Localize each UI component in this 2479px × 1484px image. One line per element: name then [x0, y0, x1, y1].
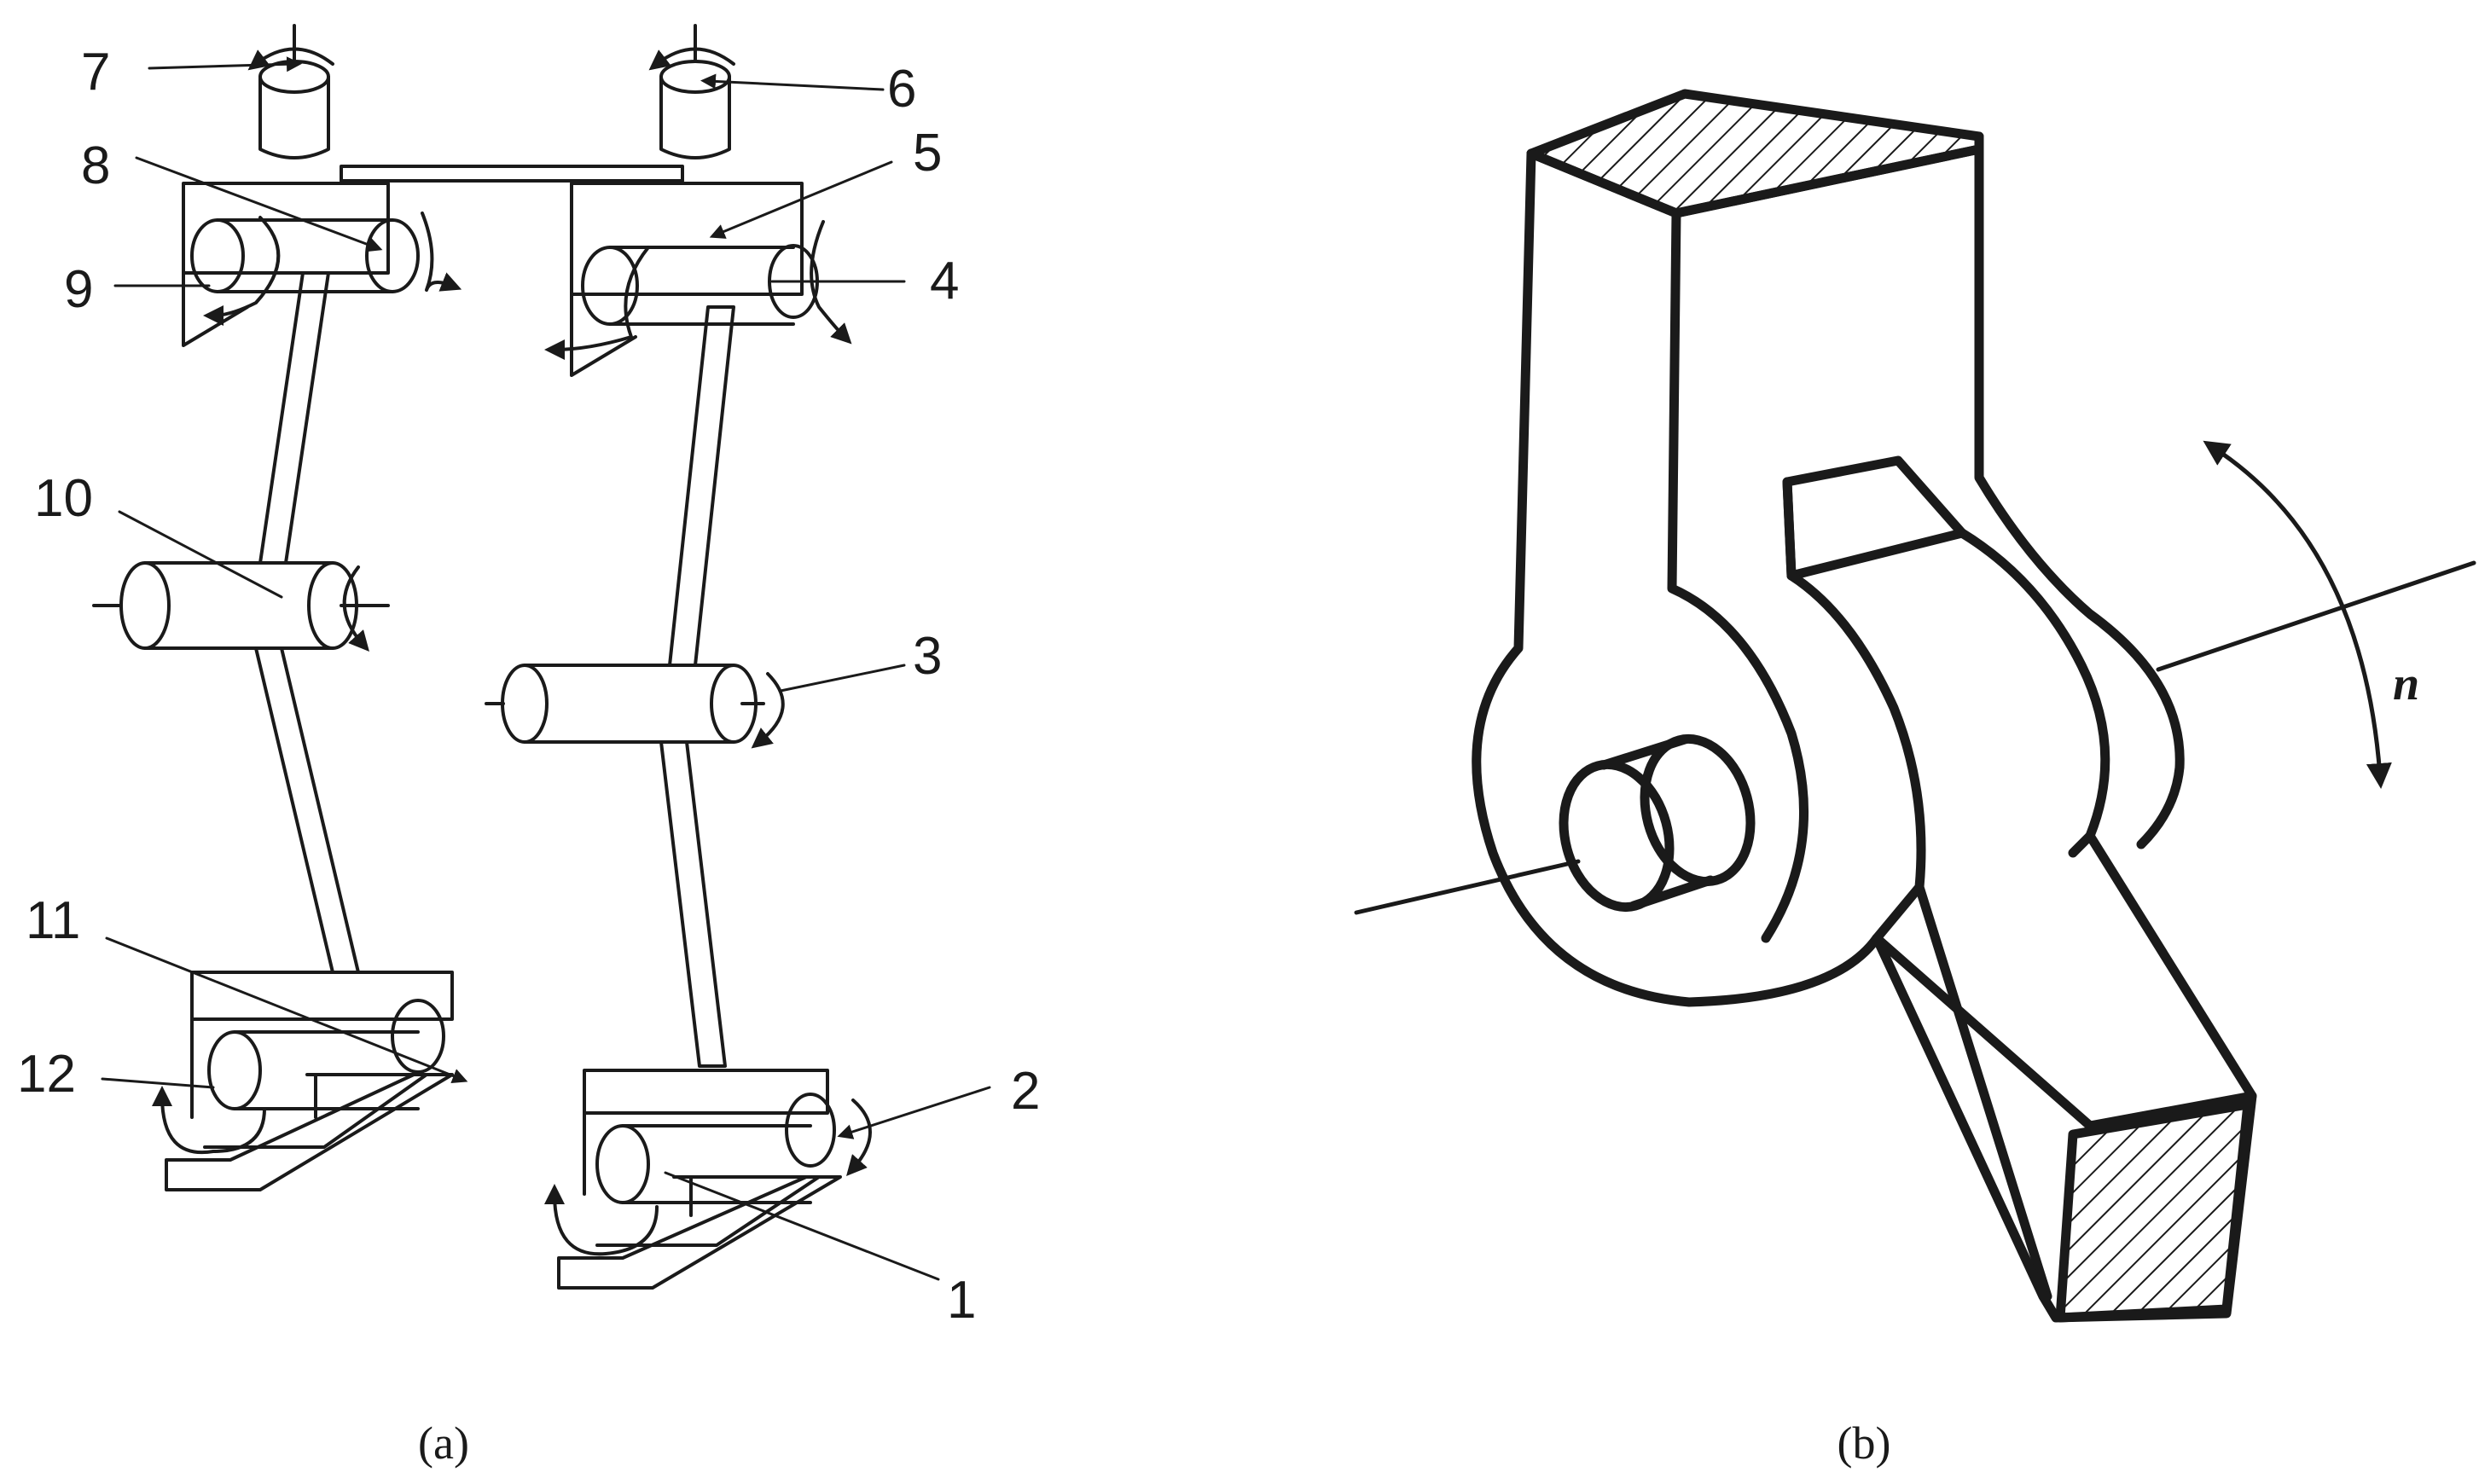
leader-lines: [101, 56, 991, 1281]
joint-3-knee-right: [485, 664, 785, 749]
rotation-arrow-n: [2203, 440, 2392, 789]
label-12: 12: [17, 1045, 76, 1104]
panel-a-labels: 7 6 8 5 9 4 10 3 11 12 2 1: [17, 43, 1040, 1330]
label-1: 1: [947, 1271, 976, 1330]
label-7: 7: [81, 43, 110, 101]
right-foot-plate: [557, 1175, 842, 1290]
joint-11-cylinder: [391, 999, 445, 1074]
label-8: 8: [81, 136, 110, 195]
joint-12-cylinder: [207, 1030, 262, 1110]
label-6: 6: [887, 60, 916, 119]
lower-bottom-hatched-face: [2055, 1099, 2253, 1323]
hip-crossbar: [340, 165, 684, 183]
caption-a: (a): [418, 1417, 469, 1469]
lower-member: [1782, 455, 2257, 1323]
label-2: 2: [1011, 1062, 1040, 1121]
label-4: 4: [930, 252, 959, 310]
label-11: 11: [26, 891, 80, 950]
caption-b: (b): [1837, 1417, 1891, 1469]
axle-pin: [1559, 733, 1756, 913]
label-5: 5: [913, 124, 942, 183]
upper-member: [1472, 89, 2185, 1007]
label-10: 10: [34, 469, 93, 528]
joint-8-cylinder: [365, 218, 420, 293]
joint-10-knee-left: [92, 561, 390, 652]
joint-2-cylinder: [785, 1093, 836, 1168]
right-hip-bracket: [544, 182, 852, 377]
joint-7-hip-yaw-left: [247, 24, 334, 159]
label-9: 9: [64, 260, 93, 319]
hinge-axis-line-right: [2156, 560, 2476, 672]
left-hip-bracket: [182, 182, 462, 347]
label-3: 3: [913, 627, 942, 686]
left-foot-plate: [165, 1073, 454, 1191]
right-shank-link: [659, 740, 727, 1068]
left-shank-link: [254, 646, 360, 974]
left-thigh-link: [258, 271, 330, 565]
hinge-axis-line: [1354, 859, 1581, 915]
panel-a-mechanism: [92, 24, 991, 1290]
joint-9-cylinder: [190, 218, 245, 293]
joint-6-hip-yaw-right: [648, 24, 735, 159]
right-ankle-bracket: [544, 1069, 872, 1290]
joint-1-cylinder: [595, 1124, 650, 1204]
rotation-label-n: n: [2393, 658, 2419, 710]
left-ankle-bracket: [152, 971, 454, 1191]
right-thigh-link: [668, 305, 735, 667]
panel-b-hinge: [1354, 89, 2476, 1323]
